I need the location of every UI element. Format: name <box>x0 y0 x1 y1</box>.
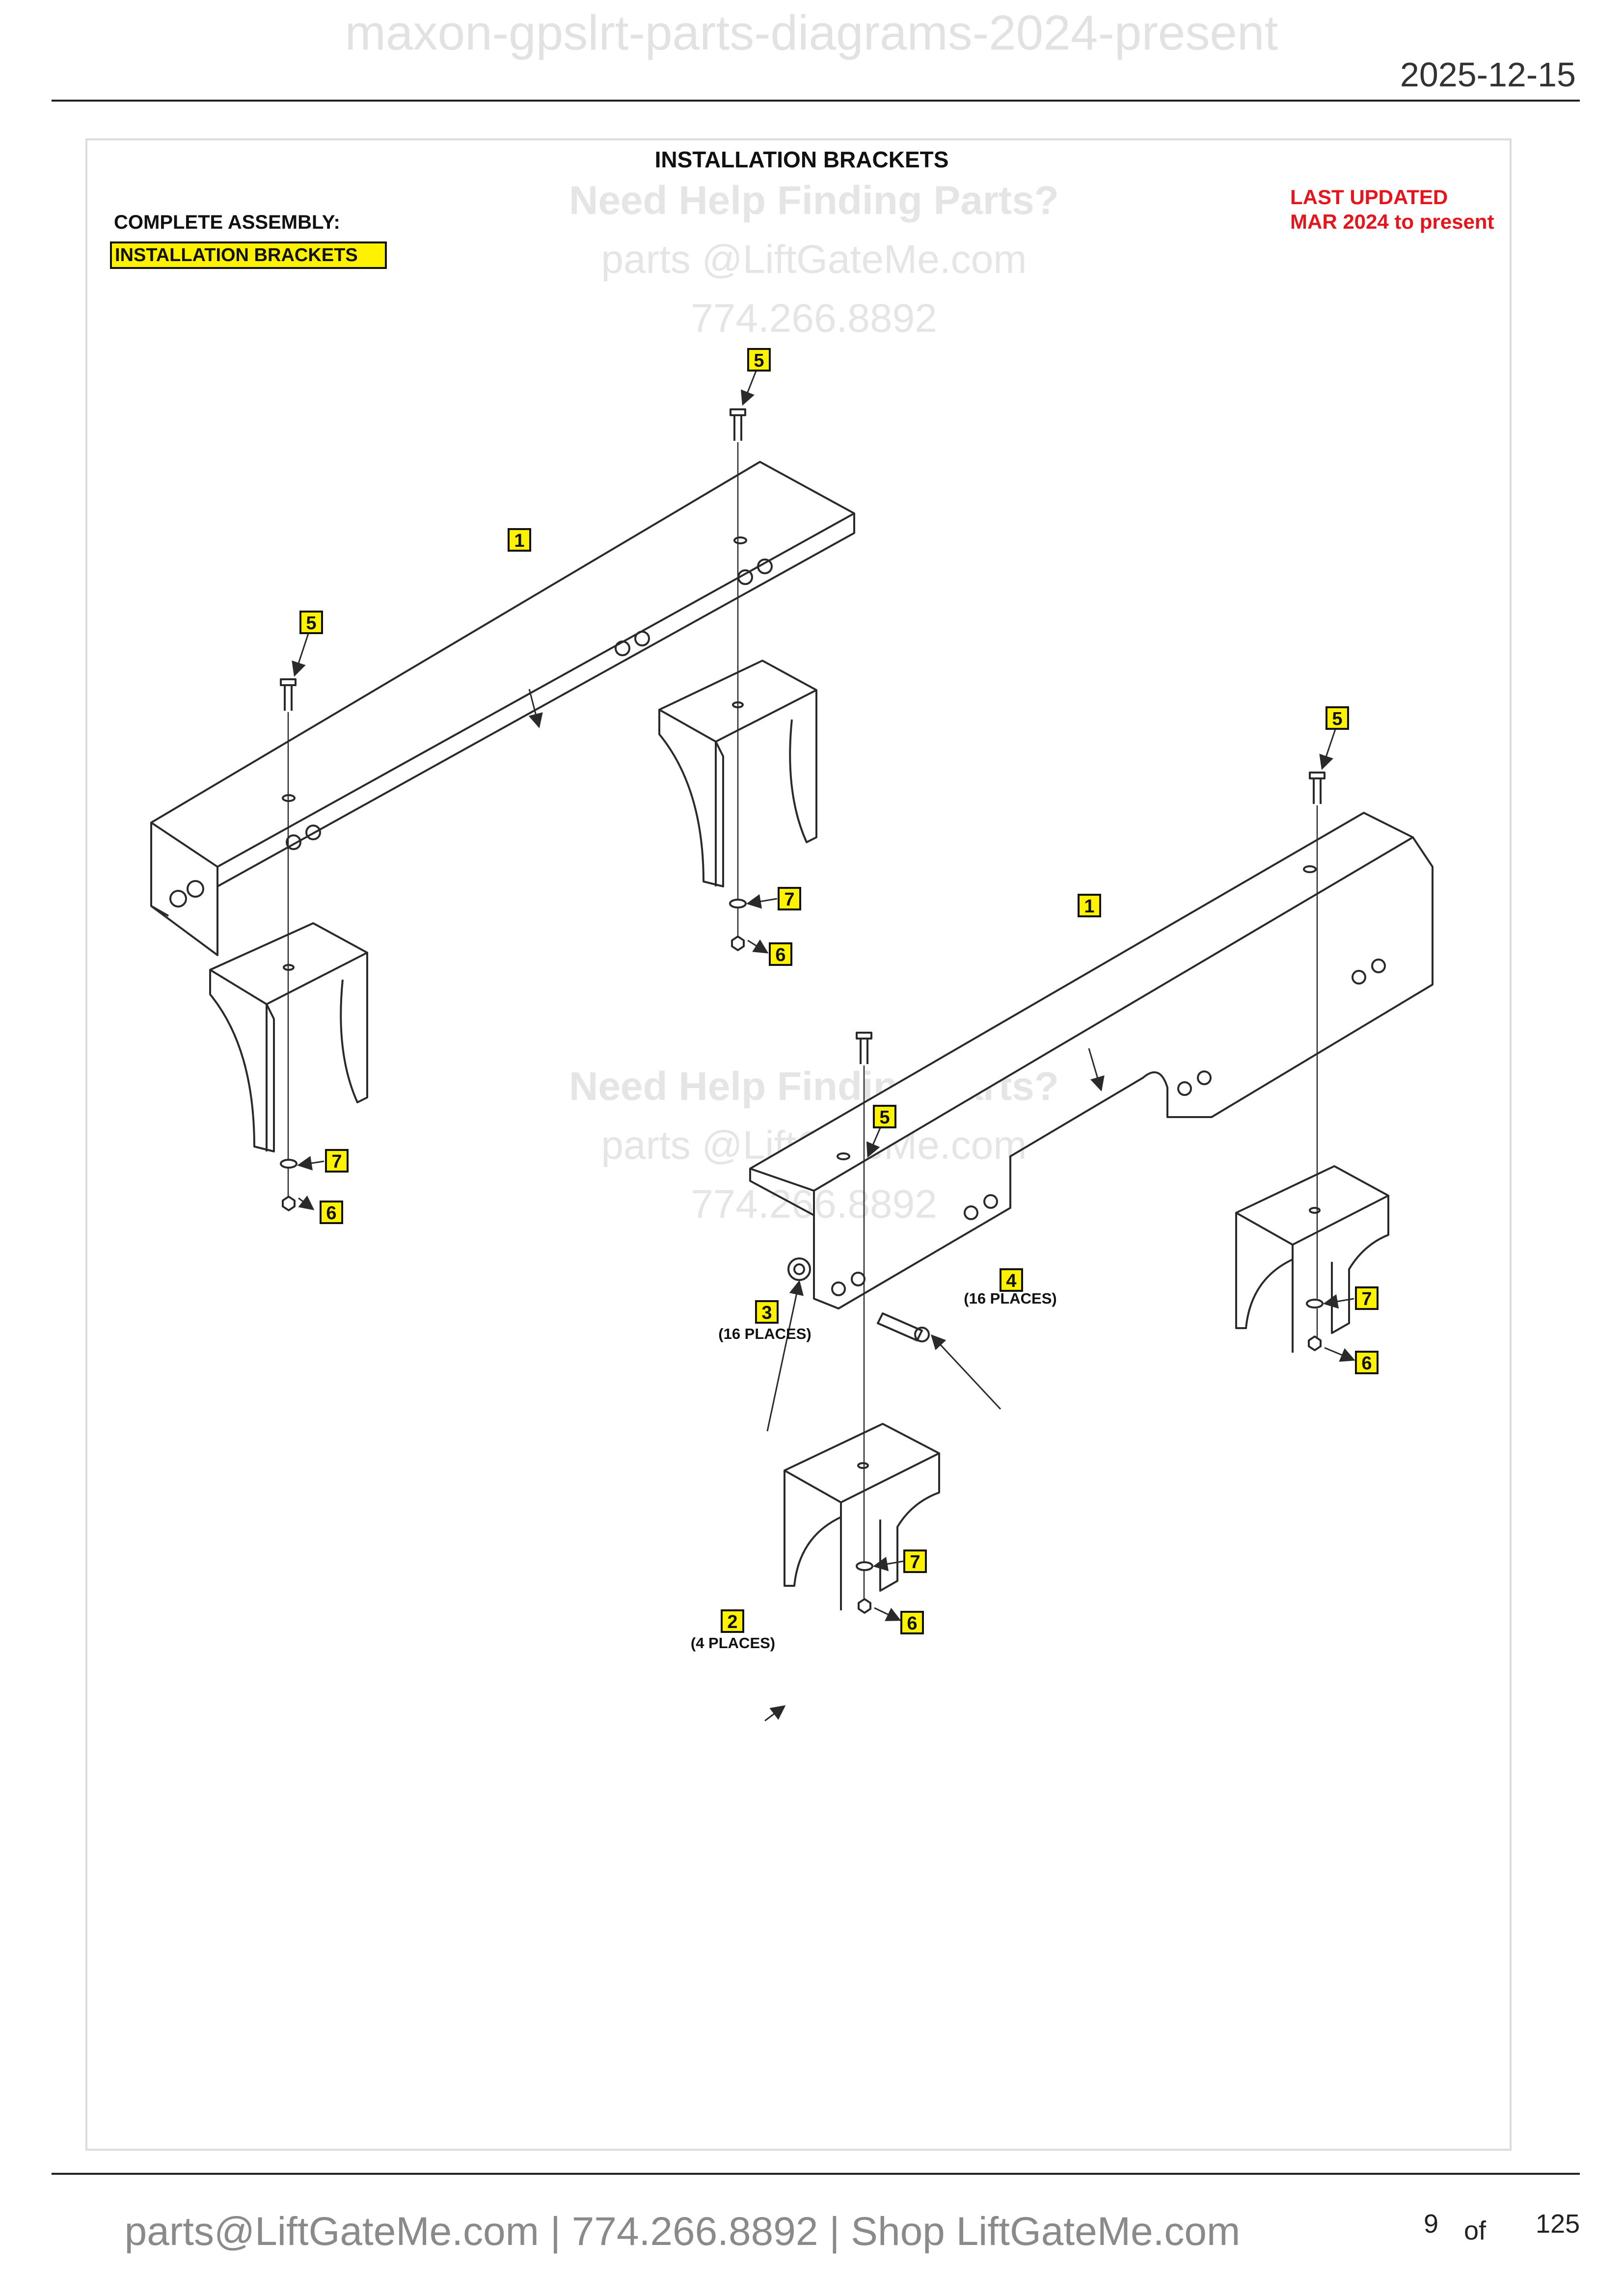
callout-note: (4 PLACES) <box>691 1634 775 1652</box>
channel-angle-upper <box>150 461 855 956</box>
last-updated-label: LAST UPDATED <box>1290 186 1448 209</box>
center-lines <box>287 442 1318 1601</box>
callout-item-5: 5 <box>299 611 323 634</box>
callout-number: 5 <box>754 350 764 371</box>
watermark-document-title: maxon-gpslrt-parts-diagrams-2024-present <box>345 5 1278 60</box>
complete-assembly-label: COMPLETE ASSEMBLY: <box>114 212 340 233</box>
callout-item-5: 5 <box>747 348 771 372</box>
leader-lines <box>292 371 1355 1722</box>
callout-item-7: 7 <box>1355 1286 1379 1310</box>
callout-number: 1 <box>514 531 524 551</box>
callout-number: 6 <box>1361 1353 1372 1374</box>
callout-note: (16 PLACES) <box>718 1325 811 1342</box>
watermark-line-2: parts @LiftGateMe.com <box>601 237 1027 282</box>
page-total: 125 <box>1536 2209 1580 2239</box>
page-of-label: of <box>1464 2216 1487 2245</box>
callout-number: 7 <box>910 1552 920 1573</box>
channel-angle-lower <box>749 812 1434 1309</box>
callout-item-1: 1 <box>508 528 531 552</box>
watermark-line-3: 774.266.8892 <box>691 296 937 341</box>
callout-number: 5 <box>879 1107 890 1128</box>
callout-item-7: 7 <box>903 1549 927 1573</box>
watermark-line-1: Need Help Finding Parts? <box>569 178 1059 223</box>
callout-item-5: 5 <box>873 1105 896 1128</box>
callout-number: 6 <box>907 1613 917 1634</box>
callout-number: 1 <box>1084 896 1094 917</box>
mounting-bracket-lower-mid <box>784 1423 940 1610</box>
callout-item-3: 3 (16 PLACES) <box>718 1300 812 1342</box>
help-watermark-top: Need Help Finding Parts? parts @LiftGate… <box>569 178 1059 341</box>
header-rule <box>52 100 1580 102</box>
callout-number: 3 <box>761 1303 772 1323</box>
callout-number: 6 <box>775 945 785 965</box>
callout-number: 7 <box>784 889 794 910</box>
diagram-title: INSTALLATION BRACKETS <box>655 147 949 172</box>
callout-item-6: 6 <box>900 1611 924 1634</box>
callout-item-7: 7 <box>778 887 801 910</box>
hardware <box>280 408 1325 1614</box>
mounting-bracket-lower-right <box>1235 1165 1389 1353</box>
callout-item-7: 7 <box>325 1149 349 1173</box>
callout-item-6: 6 <box>1355 1351 1379 1374</box>
footer-rule <box>52 2173 1580 2175</box>
callout-number: 6 <box>326 1203 336 1224</box>
callout-item-6: 6 <box>769 942 792 966</box>
callout-number: 5 <box>306 613 316 634</box>
last-updated-value: MAR 2024 to present <box>1290 210 1494 233</box>
callout-item-1: 1 <box>1078 894 1101 917</box>
callout-number: 2 <box>727 1612 737 1632</box>
callout-number: 4 <box>1006 1271 1016 1291</box>
callout-number: 5 <box>1332 709 1342 729</box>
drawing-frame <box>85 138 1512 2151</box>
callout-number: 7 <box>1361 1289 1372 1309</box>
callout-item-4: 4 (16 PLACES) <box>964 1268 1057 1307</box>
parts-diagram: INSTALLATION BRACKETS COMPLETE ASSEMBLY:… <box>110 147 1494 1722</box>
complete-assembly-highlight <box>110 241 387 269</box>
footer-contact: parts@LiftGateMe.com | 774.266.8892 | Sh… <box>124 2209 1241 2254</box>
complete-assembly-value: INSTALLATION BRACKETS <box>115 245 358 266</box>
callout-note: (16 PLACES) <box>964 1290 1056 1307</box>
callout-item-5: 5 <box>1325 706 1349 730</box>
page-number: 9 <box>1424 2209 1439 2239</box>
callout-item-6: 6 <box>320 1201 343 1224</box>
print-date: 2025-12-15 <box>1400 55 1576 94</box>
callout-number: 7 <box>331 1151 342 1172</box>
callout-item-2: 2 (4 PLACES) <box>691 1609 775 1652</box>
